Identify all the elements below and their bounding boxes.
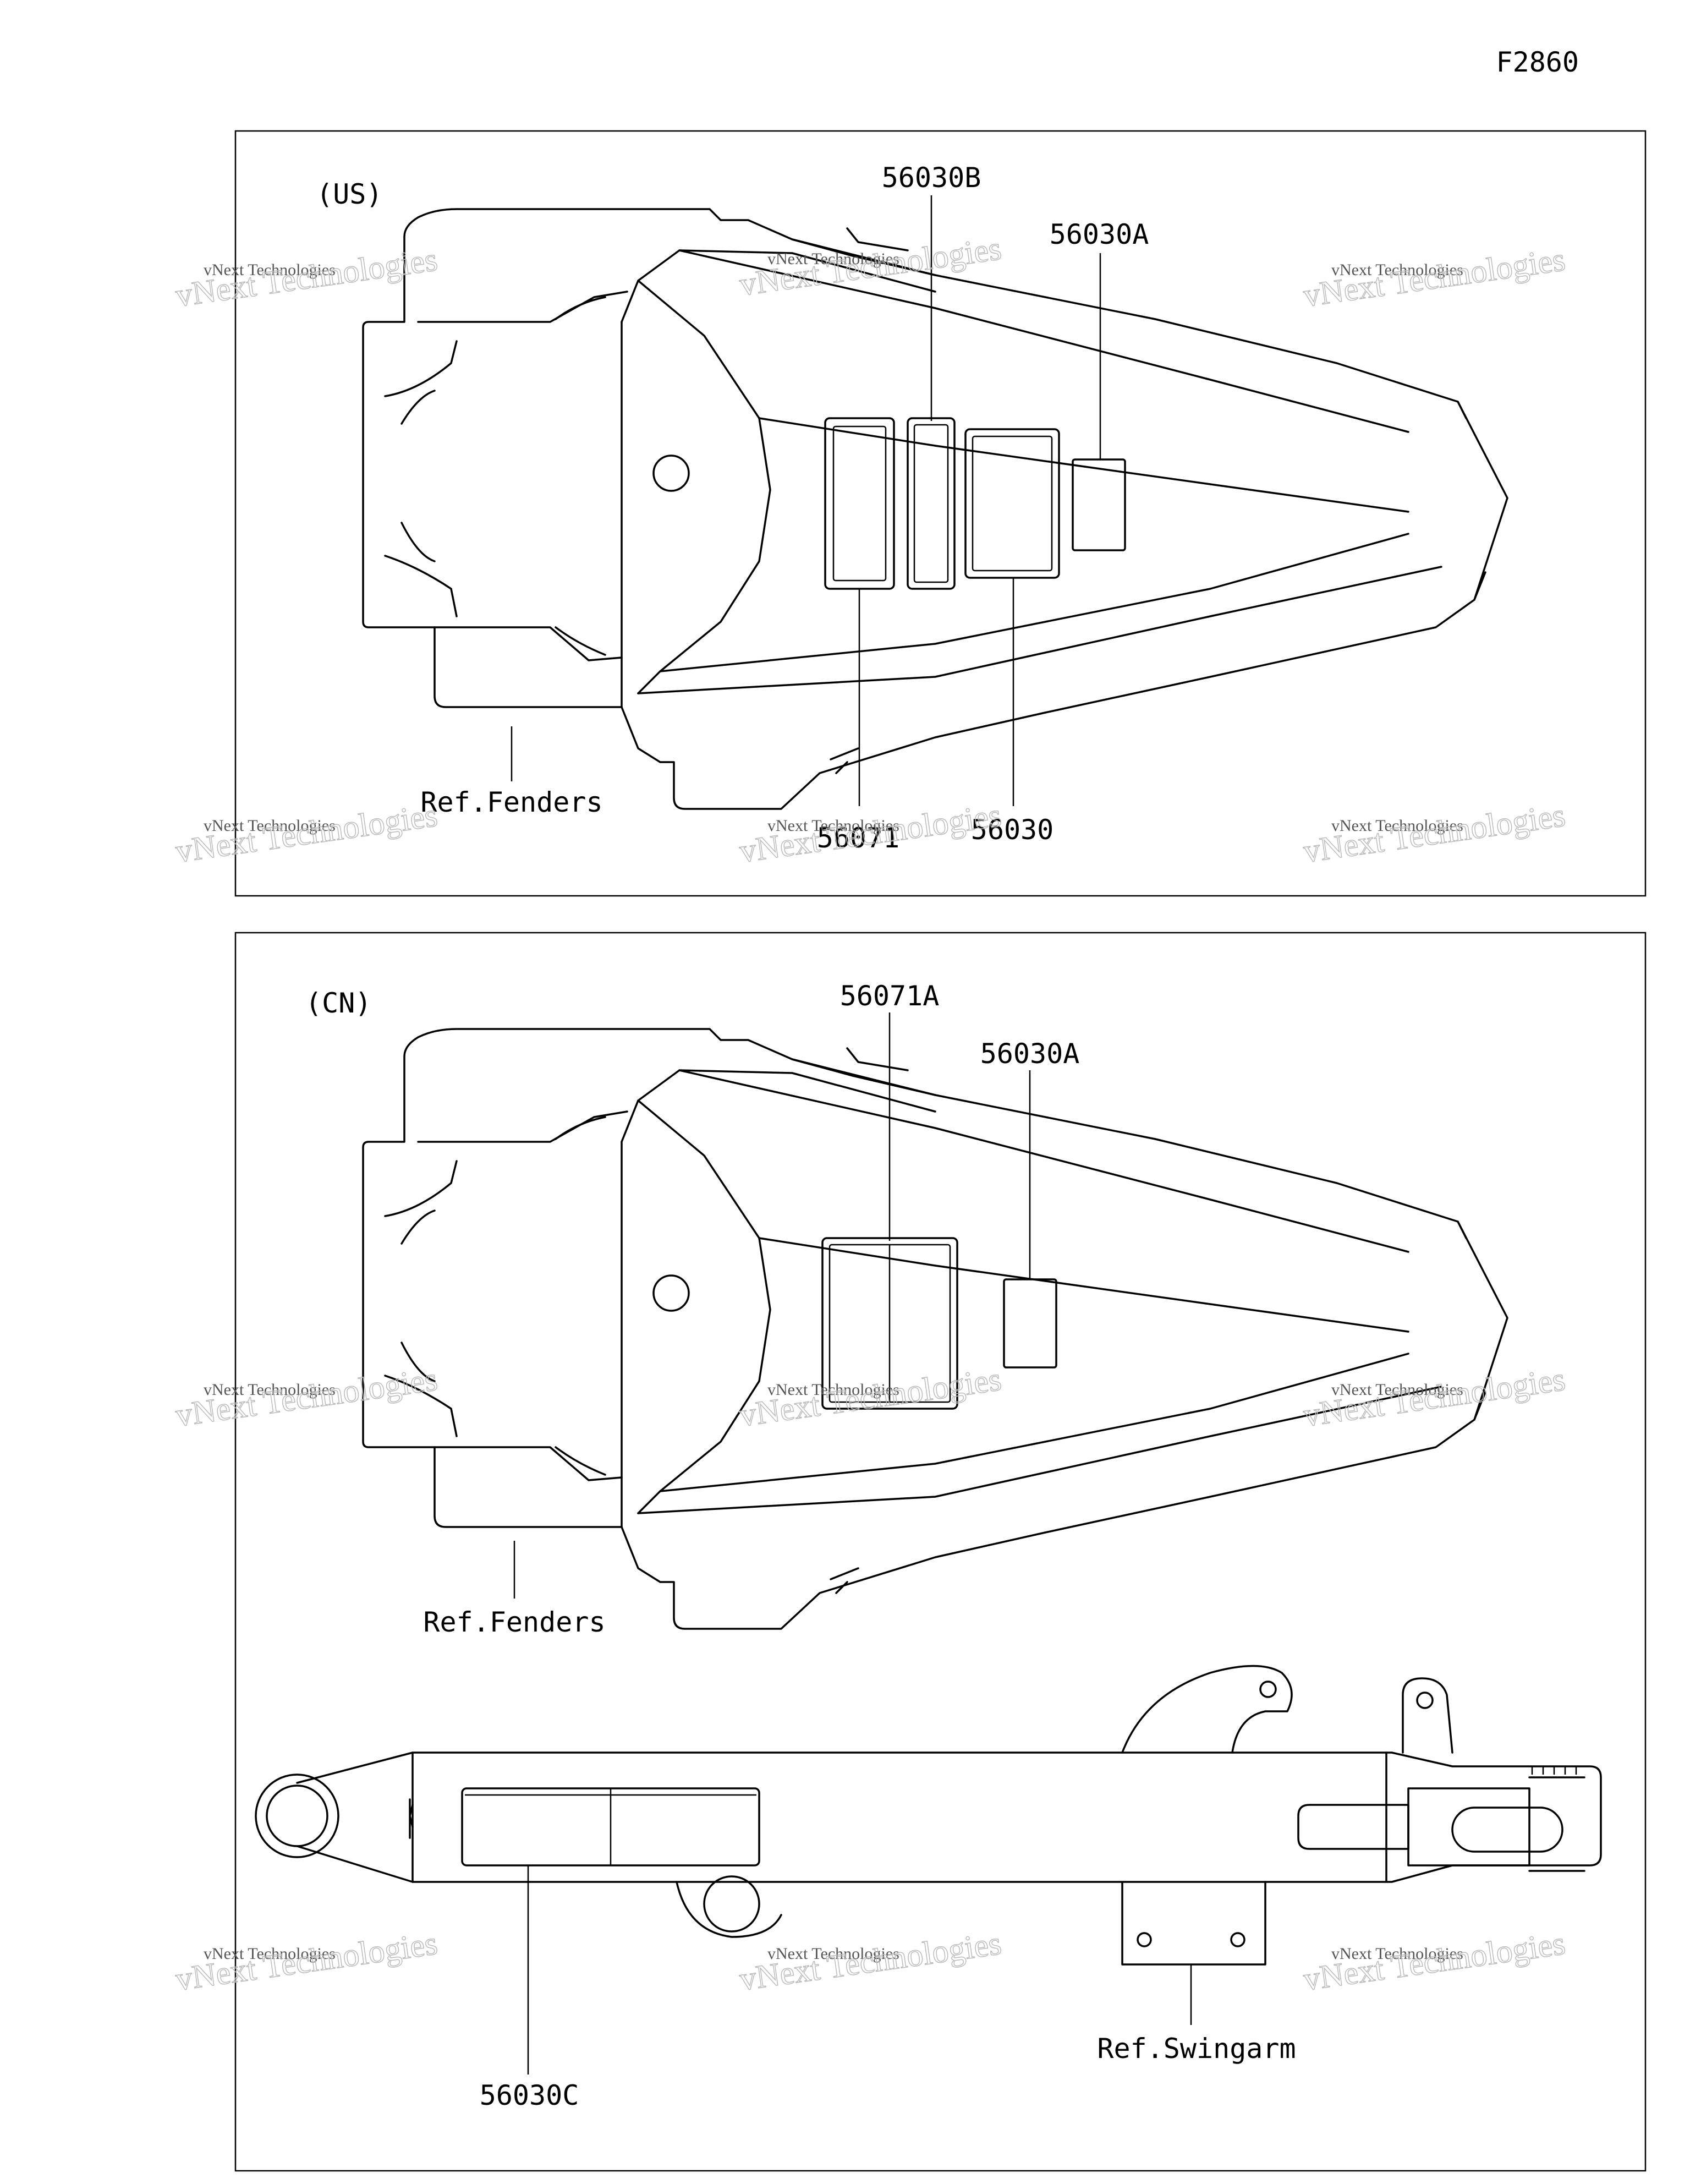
cn-part-56071A: 56071A <box>840 980 940 1012</box>
watermark: vNext Technologies vNext Technologies <box>1301 1924 1568 1998</box>
svg-text:vNext Technologies: vNext Technologies <box>1331 817 1463 835</box>
us-part-56030B: 56030B <box>882 162 981 194</box>
swingarm-drawing <box>255 1665 1602 1966</box>
swingarm-label-rectangles <box>461 1787 760 1866</box>
svg-text:vNext Technologies: vNext Technologies <box>173 241 440 314</box>
watermark: vNext Technologies vNext Technologies <box>737 796 1004 870</box>
svg-text:vNext Technologies: vNext Technologies <box>767 817 899 835</box>
cn-ref-fenders: Ref.Fenders <box>423 1606 605 1638</box>
svg-text:vNext Technologies: vNext Technologies <box>1331 1381 1463 1399</box>
cn-part-56030C: 56030C <box>480 2079 579 2111</box>
svg-text:vNext Technologies: vNext Technologies <box>737 797 1003 869</box>
svg-text:vNext Technologies: vNext Technologies <box>767 1381 899 1399</box>
svg-text:vNext Technologies: vNext Technologies <box>204 261 336 279</box>
cn-panel: (CN) 56071A 56030A Ref.Fenders <box>234 932 1647 2172</box>
svg-text:vNext Technologies: vNext Technologies <box>173 1925 440 1997</box>
figure-code: F2860 <box>1496 46 1579 78</box>
svg-text:vNext Technologies: vNext Technologies <box>1301 241 1567 314</box>
cn-region-label: (CN) <box>305 987 371 1019</box>
watermark: vNext Technologies vNext Technologies <box>737 1360 1004 1434</box>
watermark: vNext Technologies vNext Technologies <box>173 1924 440 1998</box>
cn-ref-swingarm: Ref.Swingarm <box>1097 2033 1296 2065</box>
svg-text:vNext Technologies: vNext Technologies <box>204 1381 336 1399</box>
watermark: vNext Technologies vNext Technologies <box>1301 240 1568 314</box>
us-part-56030A: 56030A <box>1050 218 1149 250</box>
watermark: vNext Technologies vNext Technologies <box>1301 796 1568 870</box>
svg-text:vNext Technologies: vNext Technologies <box>737 1925 1003 1997</box>
svg-text:vNext Technologies: vNext Technologies <box>767 1945 899 1963</box>
svg-text:vNext Technologies: vNext Technologies <box>737 1361 1003 1433</box>
us-part-56071: 56071 <box>817 822 900 854</box>
watermark: vNext Technologies vNext Technologies <box>173 240 440 314</box>
us-ref-fenders: Ref.Fenders <box>420 786 602 818</box>
svg-text:vNext Technologies: vNext Technologies <box>204 1945 336 1963</box>
us-region-label: (US) <box>316 178 382 210</box>
cn-rear-fender-drawing <box>362 1028 1508 1630</box>
us-label-rectangles <box>824 417 1126 590</box>
svg-text:vNext Technologies: vNext Technologies <box>173 1361 440 1433</box>
watermark: vNext Technologies vNext Technologies <box>737 229 1004 303</box>
svg-text:vNext Technologies: vNext Technologies <box>767 250 899 268</box>
us-panel: (US) 56030B 56030A 56071 56030 Ref.Fende… <box>234 130 1647 897</box>
watermark: vNext Technologies vNext Technologies <box>173 796 440 870</box>
watermark: vNext Technologies vNext Technologies <box>737 1924 1004 1998</box>
svg-text:vNext Technologies: vNext Technologies <box>173 797 440 869</box>
watermark: vNext Technologies vNext Technologies <box>173 1360 440 1434</box>
svg-text:vNext Technologies: vNext Technologies <box>737 230 1003 303</box>
us-part-56030: 56030 <box>971 814 1054 846</box>
svg-text:vNext Technologies: vNext Technologies <box>1331 261 1463 279</box>
svg-text:vNext Technologies: vNext Technologies <box>1301 1925 1567 1997</box>
svg-text:vNext Technologies: vNext Technologies <box>1301 797 1567 869</box>
svg-text:vNext Technologies: vNext Technologies <box>204 817 336 835</box>
svg-text:vNext Technologies: vNext Technologies <box>1331 1945 1463 1963</box>
cn-part-56030A: 56030A <box>980 1038 1080 1070</box>
